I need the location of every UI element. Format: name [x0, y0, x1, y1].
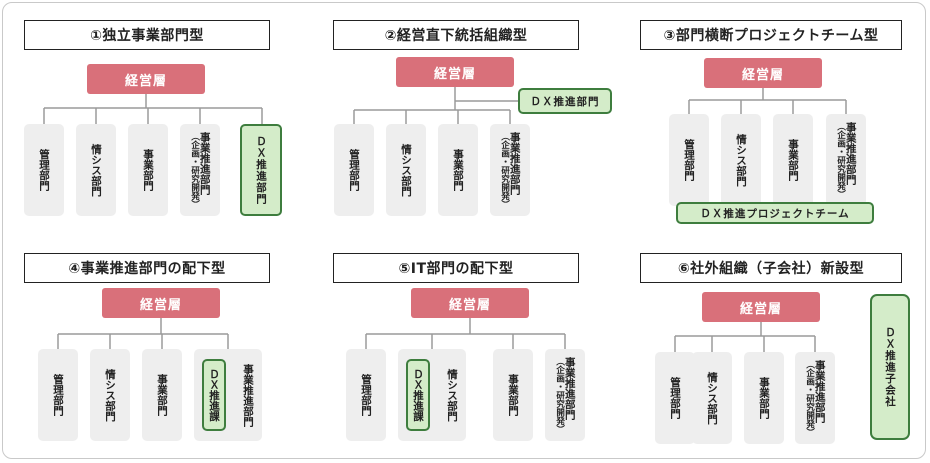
- panel-6-dept-admin: 管理部門: [655, 352, 695, 444]
- panel-3-dept-is: 情シス部門: [721, 114, 761, 206]
- panel-4-dept-admin: 管理部門: [38, 349, 78, 441]
- panel-2-dept-business: 事業部門: [438, 124, 478, 216]
- panel-1-dx-dept: ＤＸ推進部門: [240, 124, 282, 216]
- panel-1-dept-is: 情シス部門: [76, 124, 116, 216]
- panel-1-dept-business: 事業部門: [128, 124, 168, 216]
- panel-6-dx-subsidiary: ＤＸ推進子会社: [870, 294, 910, 440]
- panel-6-dept-business: 事業部門: [744, 352, 784, 444]
- panel-2-dx-dept: ＤＸ推進部門: [518, 88, 612, 114]
- panel-5-dept-is: ＤＸ推進課 情シス部門: [398, 349, 466, 441]
- panel-2-dept-is: 情シス部門: [386, 124, 426, 216]
- panel-4-dept-is: 情シス部門: [90, 349, 130, 441]
- panel-1-title: ①独立事業部門型: [24, 20, 270, 50]
- panel-3-dept-business: 事業部門: [773, 114, 813, 206]
- panel-5-dx-section: ＤＸ推進課: [405, 359, 430, 431]
- panel-4-dx-section: ＤＸ推進課: [201, 359, 226, 431]
- panel-6-dept-promotion: 事業推進部門（企画・研究開発）: [795, 352, 835, 444]
- panel-4-management: 経営層: [102, 288, 220, 318]
- panel-6-management: 経営層: [702, 292, 820, 322]
- panel-3-dept-admin: 管理部門: [669, 114, 709, 206]
- panel-1-dept-promotion: 事業推進部門（企画・研究開発）: [180, 124, 220, 216]
- panel-3-management: 経営層: [704, 58, 822, 88]
- panel-5-management: 経営層: [411, 288, 529, 318]
- panel-3-title: ③部門横断プロジェクトチーム型: [640, 20, 902, 50]
- panel-5-title: ⑤IT部門の配下型: [333, 253, 579, 283]
- panel-2-management: 経営層: [396, 57, 514, 87]
- panel-1-management: 経営層: [87, 64, 205, 94]
- panel-2-dept-promotion: 事業推進部門（企画・研究開発）: [490, 124, 530, 216]
- panel-5-dept-promotion: 事業推進部門（企画・研究開発）: [545, 349, 585, 441]
- panel-1-dept-admin: 管理部門: [24, 124, 64, 216]
- panel-6-title: ⑥社外組織（子会社）新設型: [640, 253, 902, 283]
- panel-3-dx-project-team: ＤＸ推進プロジェクトチーム: [676, 202, 874, 224]
- panel-5-dept-admin: 管理部門: [346, 349, 386, 441]
- panel-4-dept-business: 事業部門: [142, 349, 182, 441]
- panel-2-dept-admin: 管理部門: [334, 124, 374, 216]
- panel-2-title: ②経営直下統括組織型: [333, 20, 579, 50]
- panel-6-dept-is: 情シス部門: [692, 352, 732, 444]
- panel-3-dept-promotion: 事業推進部門（企画・研究開発）: [826, 114, 866, 206]
- panel-5-dept-business: 事業部門: [493, 349, 533, 441]
- panel-4-dept-promotion: ＤＸ推進課 事業推進部門: [194, 349, 262, 441]
- panel-4-title: ④事業推進部門の配下型: [24, 253, 270, 283]
